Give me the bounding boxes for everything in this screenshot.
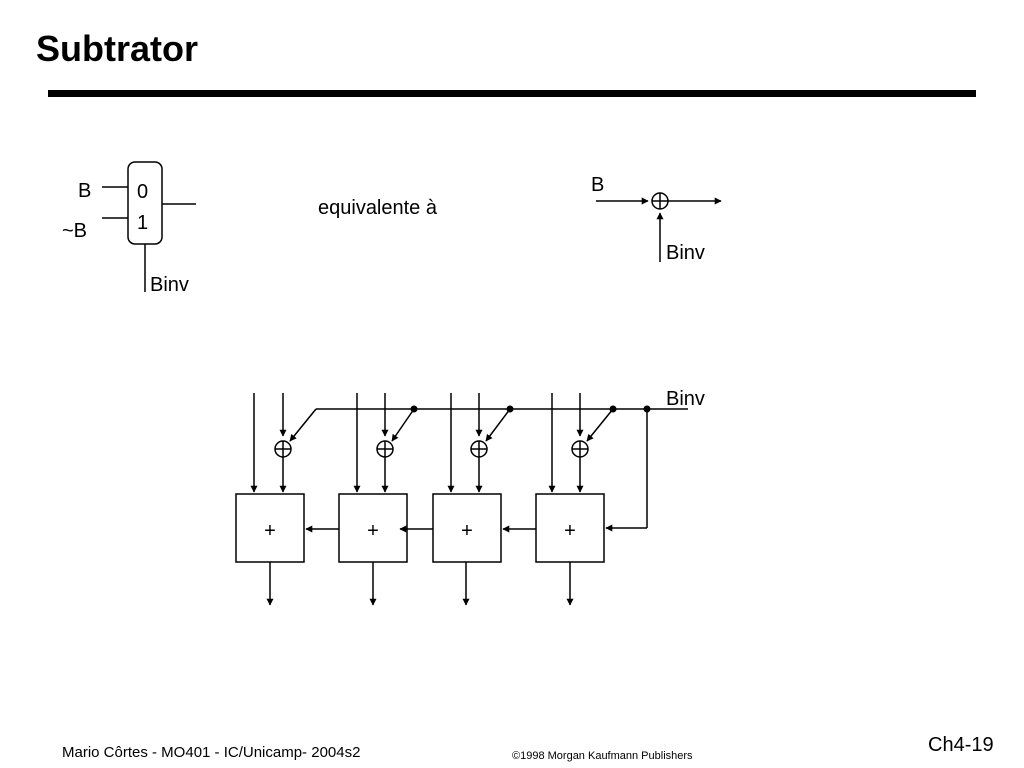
adder-chain xyxy=(235,393,688,606)
junction-dot xyxy=(506,405,514,413)
stage4-binv-branch xyxy=(586,408,614,442)
mux-select-1-label: 1 xyxy=(137,212,148,234)
footer-copyright: ©1998 Morgan Kaufmann Publishers xyxy=(512,750,693,762)
stage2-binv-branch xyxy=(391,408,415,442)
mux-input-b-label: B xyxy=(78,180,91,202)
mux-select-0-label: 0 xyxy=(137,181,148,203)
stage1-adder-label: + xyxy=(264,520,276,542)
stage3-binv-branch xyxy=(485,408,511,442)
stage3-adder xyxy=(432,493,502,563)
adder-chain-binv-label: Binv xyxy=(666,388,705,410)
slide-title: Subtrator xyxy=(36,28,198,69)
mux-control-label: Binv xyxy=(150,274,189,296)
equivalence-text: equivalente à xyxy=(318,197,438,219)
stage1-binv-branch xyxy=(289,408,317,442)
xor-diagram xyxy=(596,192,722,262)
xor-input-label: B xyxy=(591,174,604,196)
mux-diagram xyxy=(102,161,196,292)
junction-dot xyxy=(410,405,418,413)
stage2-adder-label: + xyxy=(367,520,379,542)
bus-junctions xyxy=(410,405,651,413)
junction-dot xyxy=(643,405,651,413)
xor-control-label: Binv xyxy=(666,242,705,264)
stage4-adder-label: + xyxy=(564,520,576,542)
title-rule xyxy=(48,90,976,97)
stage3-adder-label: + xyxy=(461,520,473,542)
junction-dot xyxy=(609,405,617,413)
footer-author: Mario Côrtes - MO401 - IC/Unicamp- 2004s… xyxy=(62,744,361,761)
page-number: Ch4-19 xyxy=(928,734,994,756)
mux-input-notb-label: ~B xyxy=(62,220,87,242)
